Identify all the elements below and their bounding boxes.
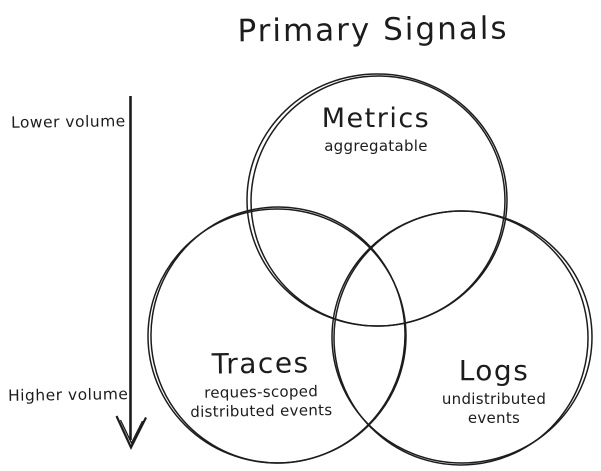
metrics-label: Metrics [321, 103, 431, 134]
logs-circle [331, 210, 593, 466]
traces-sublabel-line1: reques-scoped [203, 382, 319, 402]
higher-volume-label: Higher volume [7, 385, 129, 405]
traces-circle [147, 206, 407, 464]
metrics-label-block: Metrics aggregatable [322, 104, 431, 156]
metrics-circle [246, 73, 508, 327]
logs-sublabel-line1: undistributed [441, 389, 547, 408]
logs-label-block: Logs undistributed events [441, 354, 547, 428]
logs-label: Logs [458, 354, 530, 387]
page-title: Primary Signals [237, 10, 509, 50]
lower-volume-label: Lower volume [10, 112, 126, 132]
traces-label-block: Traces reques-scoped distributed events [189, 346, 333, 422]
metrics-sublabel: aggregatable [324, 136, 428, 155]
down-arrow-icon [115, 96, 147, 451]
traces-label: Traces [211, 346, 310, 381]
traces-sublabel-line2: distributed events [190, 400, 333, 421]
logs-sublabel-line2: events [467, 408, 521, 427]
